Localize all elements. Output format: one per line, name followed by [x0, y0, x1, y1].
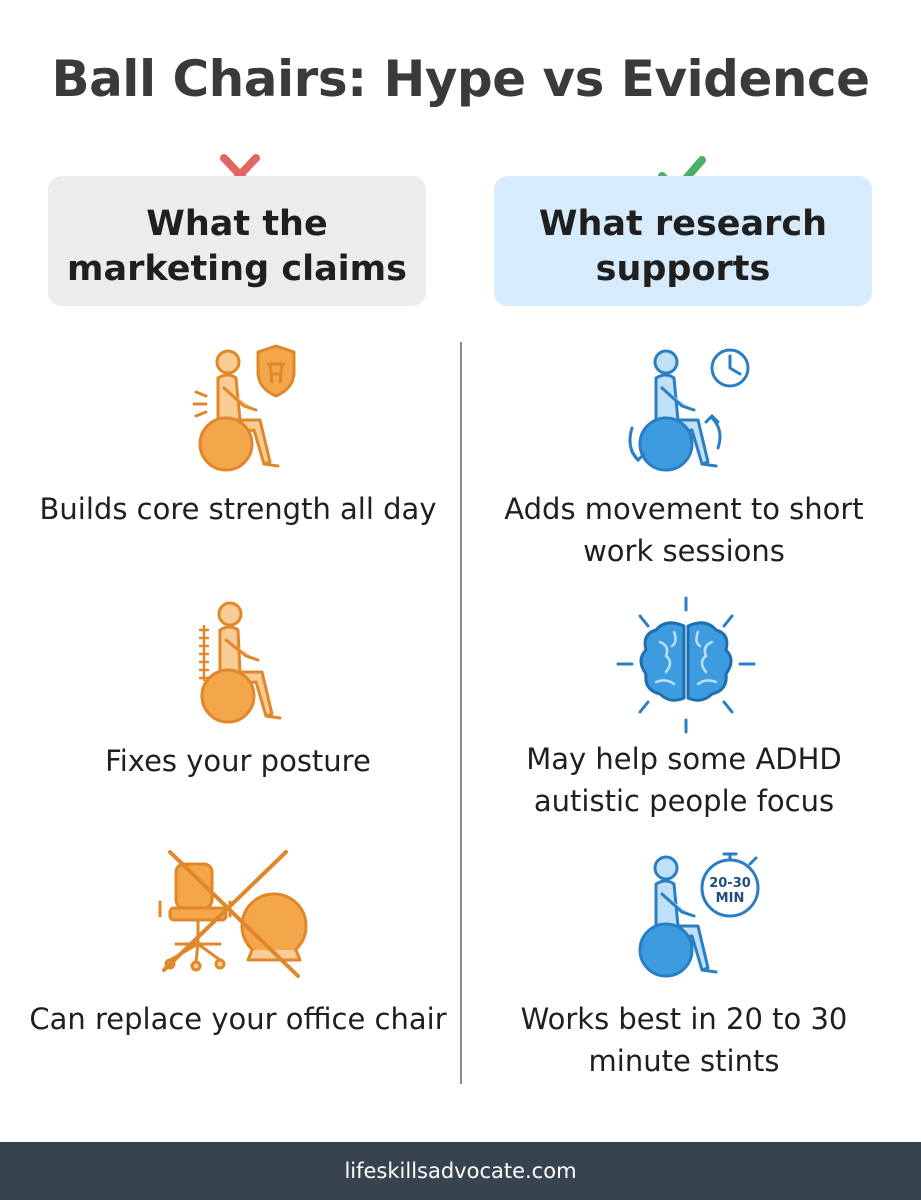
person-on-ball-upright-posture-icon	[198, 601, 282, 724]
research-header-label: What research supports	[538, 203, 828, 290]
research-finding-focus: May help some ADHD autistic people focus	[526, 742, 842, 818]
column-divider	[460, 342, 462, 1084]
marketing-claim-replace-chair: Can replace your office chair	[29, 1002, 447, 1036]
marketing-header: What the marketing claims	[48, 176, 426, 306]
marketing-header-label: What the marketing claims	[67, 203, 407, 290]
research-finding-movement: Adds movement to short work sessions	[504, 492, 864, 568]
marketing-claim-core-strength: Builds core strength all day	[39, 492, 437, 526]
svg-text:MIN: MIN	[716, 891, 745, 906]
footer-website: lifeskillsadvocate.com	[0, 1142, 921, 1200]
person-on-ball-with-shield-icon	[192, 344, 296, 472]
person-on-ball-with-timer-icon: 20-30 MIN	[638, 852, 760, 978]
research-header: What research supports	[494, 176, 872, 306]
brain-icon	[616, 596, 756, 734]
marketing-claim-posture: Fixes your posture	[105, 744, 371, 778]
research-finding-duration: Works best in 20 to 30 minute stints	[520, 1002, 848, 1078]
person-on-ball-with-clock-icon	[628, 348, 750, 472]
crossed-office-chair-and-ball-icon	[158, 850, 308, 978]
page-title: Ball Chairs: Hype vs Evidence	[51, 50, 870, 108]
svg-text:20-30: 20-30	[709, 876, 751, 891]
